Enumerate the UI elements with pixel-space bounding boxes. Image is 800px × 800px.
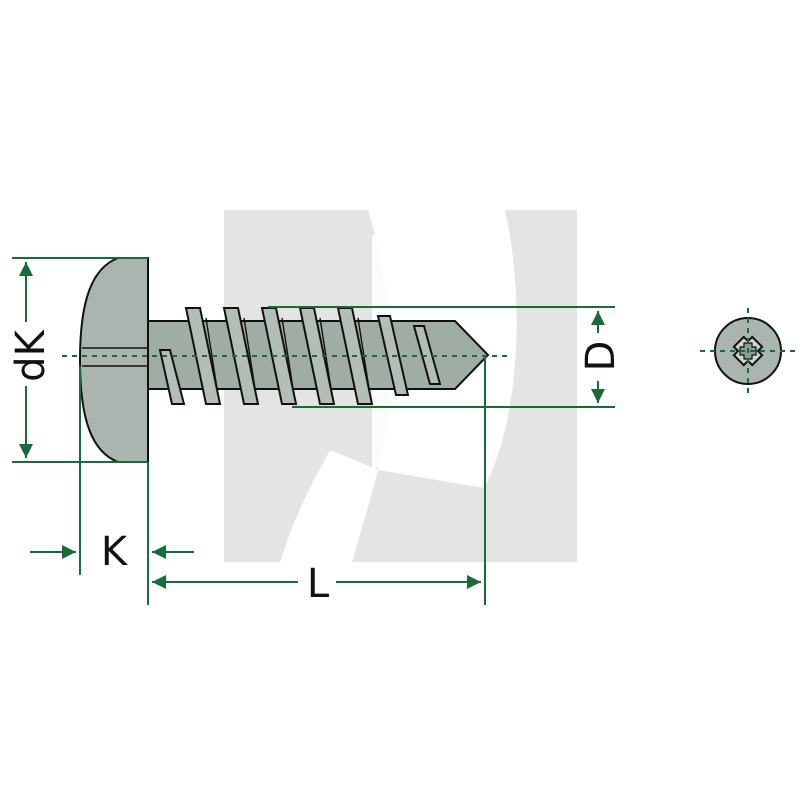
screw-head — [78, 257, 149, 463]
dimension-label-l: L — [307, 561, 330, 607]
dimension-k — [30, 366, 194, 605]
dimension-d — [268, 306, 615, 408]
dimension-l — [152, 356, 486, 605]
screw-side-view — [78, 257, 490, 463]
screw-end-view — [700, 308, 800, 395]
dimension-label-k: K — [101, 529, 129, 575]
dimension-label-d: D — [578, 341, 624, 372]
dimension-label-dk: dK — [8, 328, 54, 381]
